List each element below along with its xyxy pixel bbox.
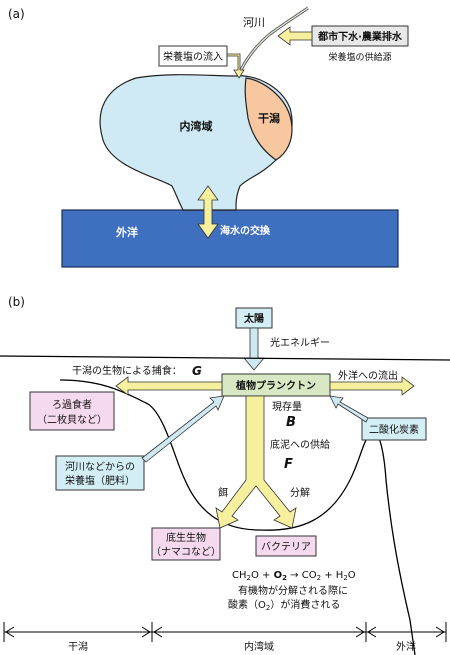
zone-inner: 内湾域	[244, 640, 274, 653]
sediment-symbol: F	[284, 457, 293, 472]
outflow-arrow	[329, 376, 415, 396]
filter-feeders-line2: （二枚貝など）	[37, 413, 107, 426]
outflow-label: 外洋への流出	[338, 369, 398, 382]
predation-arrow	[115, 376, 223, 396]
river-nutrients-line2: 栄養塩（肥料）	[65, 474, 135, 487]
tidal-flat-shape	[244, 77, 293, 161]
inner-bay-label: 内湾域	[180, 119, 213, 133]
source-arrow	[277, 26, 313, 46]
note-line1: 有機物が分解される際に	[238, 584, 348, 597]
panel-b-label: (b)	[8, 295, 25, 309]
predation-label: 干潟の生物による捕食：	[72, 364, 182, 377]
decomposition-label: 分解	[290, 486, 310, 499]
co2-box	[361, 417, 427, 441]
benthos-line1: 底生生物	[166, 531, 206, 544]
sediment-y-arrow	[215, 395, 297, 529]
co2-arrow	[329, 395, 369, 423]
open-ocean-rect	[61, 209, 399, 268]
benthos-line2: （ナマコなど）	[151, 546, 221, 558]
inflow-label: 栄養塩の流入	[163, 50, 223, 63]
source-box-text: 都市下水·農業排水	[317, 30, 403, 43]
river-label: 河川	[243, 16, 265, 29]
benthos-box	[151, 527, 221, 561]
light-arrow	[243, 327, 265, 371]
filter-feeders-box	[29, 391, 115, 431]
predation-symbol: G	[192, 364, 202, 378]
food-label: 餌	[218, 486, 228, 499]
zone-ocean: 外洋	[396, 640, 416, 653]
inflow-arrow	[226, 53, 245, 79]
sun-label: 太陽	[243, 312, 264, 325]
seafloor-profile	[59, 379, 416, 655]
note-line2: 酸素（O2）が消費される	[228, 598, 340, 612]
inner-bay-shape	[99, 74, 293, 211]
standing-stock-label: 現存量	[272, 400, 302, 413]
exchange-arrow	[197, 185, 219, 239]
standing-stock-symbol: B	[286, 415, 296, 430]
river-nutrients-box	[55, 455, 145, 491]
light-energy-label: 光エネルギー	[270, 336, 330, 349]
chemical-equation: CH2O + O2 → CO2 + H2O	[232, 570, 356, 582]
sea-surface-line	[0, 355, 450, 361]
nutrient-arrow	[141, 395, 225, 463]
open-ocean-label: 外洋	[115, 225, 138, 239]
phytoplankton-label: 植物プランクトン	[235, 379, 316, 392]
bacteria-label: バクテリア	[261, 541, 311, 553]
river-nutrients-line1: 河川などからの	[65, 461, 135, 473]
source-caption: 栄養塩の供給源	[328, 51, 391, 63]
panel-a-label: (a)	[8, 7, 25, 21]
exchange-label: 海水の交換	[220, 224, 271, 237]
sediment-supply-label: 底泥への供給	[270, 438, 330, 451]
bacteria-box	[255, 535, 317, 557]
zone-tidal: 干潟	[68, 640, 88, 653]
co2-label: 二酸化炭素	[369, 423, 419, 436]
filter-feeders-line1: ろ過食者	[52, 398, 92, 411]
tidal-flat-label: 干潟	[258, 111, 280, 125]
